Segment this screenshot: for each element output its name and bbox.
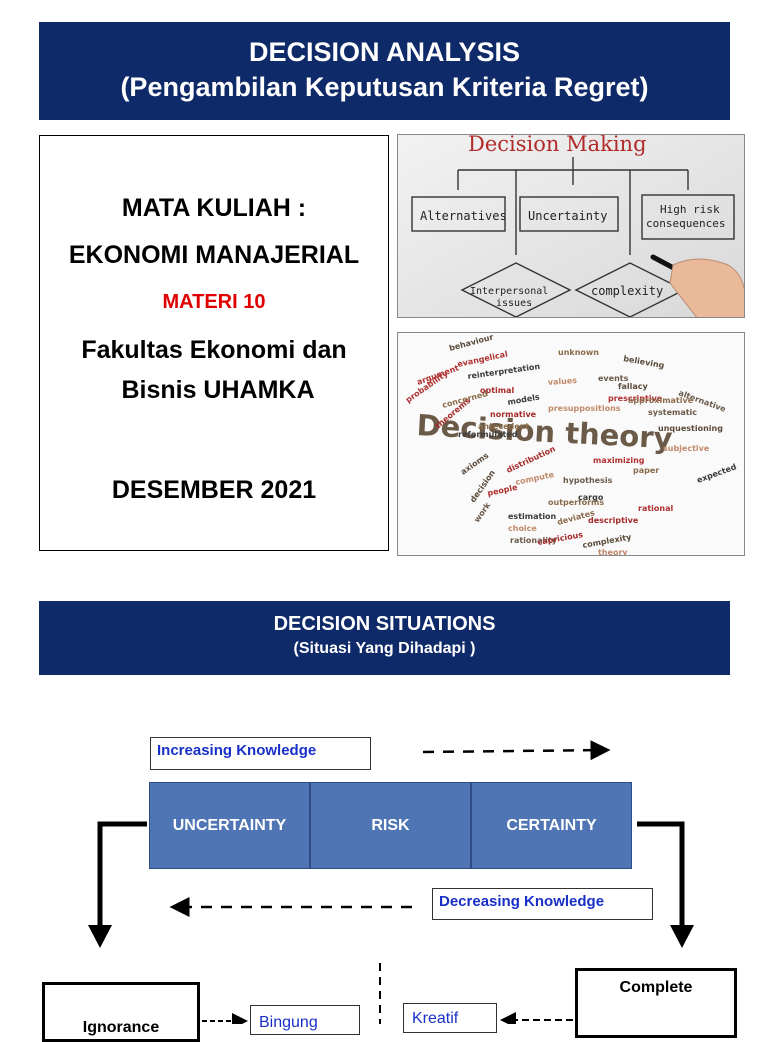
slide-subtitle: (Pengambilan Keputusan Kriteria Regret) (120, 72, 649, 102)
decreasing-knowledge-label: Decreasing Knowledge (432, 888, 653, 920)
cloud-word: rationality (510, 536, 558, 545)
hand-pen-icon (650, 254, 744, 317)
alternatives-box-label: Alternatives (420, 209, 507, 223)
cloud-word: unknown (558, 348, 599, 357)
cloud-word: prescriptive (608, 394, 663, 403)
faculty-line-1: Fakultas Ekonomi dan (81, 336, 347, 364)
interpersonal-label: Interpersonal (470, 286, 548, 297)
decision-making-sketch: Decision Making Alternatives Uncertainty… (398, 135, 744, 317)
faculty-line-2: Bisnis UHAMKA (121, 376, 315, 404)
uncertainty-box-label: Uncertainty (528, 209, 607, 223)
cloud-word: choice (508, 524, 537, 533)
cloud-word: descriptive (588, 516, 639, 525)
date-text: DESEMBER 2021 (111, 476, 317, 504)
category-risk: RISK (310, 782, 471, 869)
sketch-title: Decision Making (468, 135, 647, 156)
cloud-word: theory (598, 548, 628, 556)
left-arrowhead-icon (88, 925, 112, 948)
cloud-word: optimal (480, 386, 515, 395)
cloud-word: fallacy (618, 382, 649, 391)
cloud-word: events (598, 374, 629, 383)
cloud-word: values (548, 376, 578, 387)
cloud-word: hypothesis (563, 476, 613, 485)
section-banner: DECISION SITUATIONS (Situasi Yang Dihada… (39, 601, 730, 675)
consequences-label: consequences (646, 217, 725, 230)
cloud-word: paper (633, 466, 659, 475)
cloud-word: normative (490, 410, 537, 419)
cloud-word: subjective (663, 444, 710, 453)
course-label: MATA KULIAH : (121, 194, 307, 222)
cloud-word: antecedent (478, 422, 529, 431)
left-down-arrow (97, 821, 147, 930)
right-arrowhead-icon (670, 925, 694, 948)
course-name: EKONOMI MANAJERIAL (68, 241, 360, 269)
high-risk-label: High risk (660, 203, 720, 216)
cloud-word: estimation (508, 512, 557, 521)
cloud-word: unquestioning (658, 424, 723, 433)
cloud-word: cargo (578, 493, 604, 502)
increasing-arrow (422, 740, 611, 761)
cloud-word: systematic (648, 408, 697, 417)
decision-making-photo: Decision Making Alternatives Uncertainty… (397, 134, 745, 318)
issues-label: issues (496, 298, 532, 309)
slide-title: DECISION ANALYSIS (248, 37, 521, 67)
complexity-label: complexity (591, 284, 663, 298)
cloud-word: maximizing (593, 456, 645, 465)
cloud-word: approximative (628, 396, 694, 405)
category-certainty: CERTAINTY (471, 782, 632, 869)
course-info-box: MATA KULIAH : EKONOMI MANAJERIAL MATERI … (39, 135, 389, 551)
cloud-word: rational (638, 504, 674, 513)
category-uncertainty: UNCERTAINTY (149, 782, 310, 869)
right-down-arrow (637, 821, 685, 930)
title-banner: DECISION ANALYSIS (Pengambilan Keputusan… (39, 22, 730, 120)
section-subtitle: (Situasi Yang Dihadapi ) (293, 640, 476, 657)
cloud-word: presuppositions (548, 404, 621, 413)
increasing-knowledge-label: Increasing Knowledge (150, 737, 371, 770)
section-title: DECISION SITUATIONS (273, 613, 496, 635)
material-number: MATERI 10 (162, 291, 266, 313)
cloud-word: reformulated (458, 430, 518, 439)
complete-label: Complete (619, 979, 693, 996)
cloud-word: outperforms (548, 498, 604, 507)
decision-category-bar: UNCERTAINTY RISK CERTAINTY (149, 782, 632, 869)
